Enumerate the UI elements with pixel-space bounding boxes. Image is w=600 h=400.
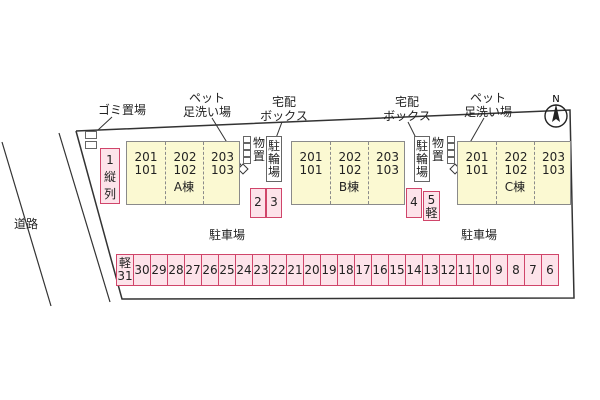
delivery-left-label-2: ボックス xyxy=(260,109,308,123)
delivery-box-right xyxy=(447,136,455,164)
bike-parking-right: 駐 輪 場 xyxy=(414,136,430,182)
parking-space: 10 xyxy=(473,254,491,286)
unit-column: 202 102 xyxy=(165,142,204,204)
parking-space: 26 xyxy=(201,254,219,286)
building-b: 201 101 202 102 203 103 B棟 xyxy=(291,141,405,205)
bike-parking-left: 駐 輪 場 xyxy=(266,136,282,182)
building-name: A棟 xyxy=(171,180,197,194)
unit-number-upper: 203 xyxy=(542,150,565,164)
road-label: 道路 xyxy=(14,217,39,231)
parking-space: 27 xyxy=(184,254,202,286)
parking-space: 30 xyxy=(133,254,151,286)
parking-space: 7 xyxy=(524,254,542,286)
parking-space-tandem: 1 縦列 xyxy=(100,148,120,204)
unit-column: 202 102 xyxy=(496,142,535,204)
parking-space: 12 xyxy=(439,254,457,286)
parking-space: 軽 31 xyxy=(116,254,134,286)
delivery-right-label-1: 宅配 xyxy=(394,95,420,109)
unit-number-upper: 202 xyxy=(504,150,528,164)
storage-right-label: 物 置 xyxy=(431,136,444,163)
parking-space: 28 xyxy=(167,254,185,286)
parking-space: 3 xyxy=(266,188,282,218)
parking-space: 13 xyxy=(422,254,440,286)
building-name: C棟 xyxy=(502,180,528,194)
unit-number-upper: 202 xyxy=(173,150,197,164)
unit-number-upper: 202 xyxy=(338,150,362,164)
building-a: 201 101 202 102 203 103 A棟 xyxy=(126,141,240,205)
parking-space: 23 xyxy=(252,254,270,286)
unit-column: 201 101 xyxy=(458,142,496,204)
parking-right-label: 駐車場 xyxy=(460,228,498,242)
building-name: B棟 xyxy=(336,180,362,194)
parking-space: 16 xyxy=(371,254,389,286)
parking-space: 21 xyxy=(286,254,304,286)
north-label: N xyxy=(552,94,559,105)
unit-number-lower: 103 xyxy=(211,163,234,177)
parking-left-label: 駐車場 xyxy=(208,228,246,242)
delivery-box-left xyxy=(243,136,251,164)
parking-space: 19 xyxy=(320,254,338,286)
garbage-bin xyxy=(85,141,97,149)
parking-space: 9 xyxy=(490,254,508,286)
parking-space: 4 xyxy=(406,188,422,218)
parking-space: 25 xyxy=(218,254,236,286)
parking-space: 29 xyxy=(150,254,168,286)
parking-space: 18 xyxy=(337,254,355,286)
parking-space: 8 xyxy=(507,254,525,286)
unit-column: 201 101 xyxy=(127,142,165,204)
parking-space: 15 xyxy=(388,254,406,286)
unit-number-upper: 203 xyxy=(211,150,234,164)
unit-number-lower: 103 xyxy=(376,163,399,177)
unit-column: 203 103 xyxy=(203,142,241,204)
pet-wash-right-label-1: ペット xyxy=(469,91,507,105)
parking-space: 14 xyxy=(405,254,423,286)
delivery-right-label-2: ボックス xyxy=(383,109,431,123)
parking-space: 20 xyxy=(303,254,321,286)
north-arrow-icon: N xyxy=(544,94,568,128)
unit-column: 202 102 xyxy=(330,142,369,204)
garbage-label: ゴミ置場 xyxy=(97,103,147,117)
parking-space: 2 xyxy=(250,188,266,218)
parking-space: 17 xyxy=(354,254,372,286)
unit-number-lower: 101 xyxy=(134,163,158,177)
parking-space: 24 xyxy=(235,254,253,286)
unit-number-lower: 102 xyxy=(173,163,197,177)
unit-number-lower: 102 xyxy=(504,163,528,177)
unit-number-upper: 201 xyxy=(465,150,489,164)
unit-column: 203 103 xyxy=(368,142,406,204)
parking-space: 22 xyxy=(269,254,287,286)
pet-wash-left-label-1: ペット xyxy=(188,91,226,105)
garbage-bin xyxy=(85,131,97,139)
pet-wash-left-label-2: 足洗い場 xyxy=(182,105,232,119)
storage-left-label: 物 置 xyxy=(252,136,265,163)
parking-space: 11 xyxy=(456,254,474,286)
delivery-left-label-1: 宅配 xyxy=(271,95,297,109)
parking-space: 5 軽 xyxy=(423,191,440,221)
parking-space: 6 xyxy=(541,254,559,286)
unit-number-lower: 102 xyxy=(338,163,362,177)
unit-number-upper: 201 xyxy=(299,150,323,164)
unit-number-lower: 101 xyxy=(299,163,323,177)
unit-number-lower: 101 xyxy=(465,163,489,177)
unit-column: 203 103 xyxy=(534,142,572,204)
unit-number-upper: 201 xyxy=(134,150,158,164)
unit-number-lower: 103 xyxy=(542,163,565,177)
unit-column: 201 101 xyxy=(292,142,330,204)
unit-number-upper: 203 xyxy=(376,150,399,164)
pet-wash-right-label-2: 足洗い場 xyxy=(463,105,513,119)
building-c: 201 101 202 102 203 103 C棟 xyxy=(457,141,571,205)
